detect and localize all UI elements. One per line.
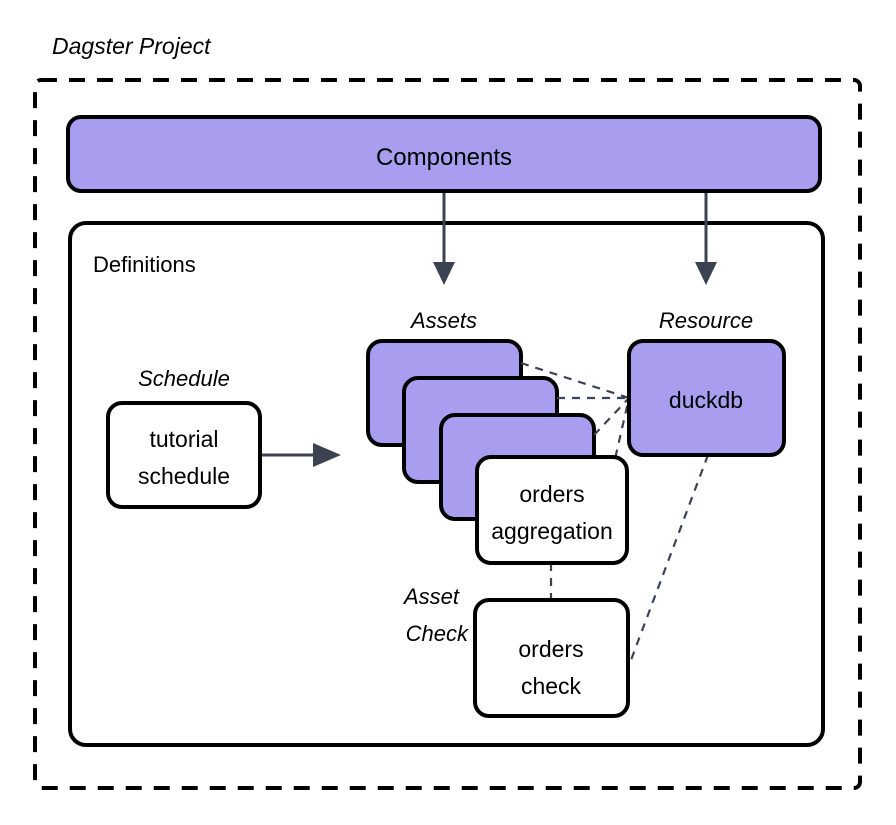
assets-group-label: Assets [409, 308, 477, 333]
definitions-container [68, 221, 825, 747]
orders-aggregation-label-line1: orders [519, 481, 584, 507]
orders-check-node-shape [473, 598, 630, 718]
tutorial-schedule-node-shape [106, 401, 262, 509]
components-node-shape [66, 115, 822, 193]
components-to-assets-arrow [433, 193, 455, 285]
orders-aggregation-to-duckdb-line [610, 397, 631, 473]
definitions-label: Definitions [93, 252, 196, 277]
components-to-resource-arrow [695, 193, 717, 285]
asset1-to-duckdb-line [520, 361, 630, 400]
orders-aggregation-node[interactable]: orders aggregation [475, 455, 629, 565]
orders-aggregation-label-line2: aggregation [491, 518, 613, 544]
tutorial-schedule-label-line2: schedule [138, 463, 230, 489]
orders-check-label-line2: check [521, 673, 582, 699]
asset3-to-duckdb-line [593, 397, 630, 436]
asset-check-group-label-line2: Check [406, 621, 469, 646]
orders-aggregation-node-shape [475, 455, 629, 565]
tutorial-schedule-node[interactable]: tutorial schedule [106, 401, 262, 509]
duckdb-node[interactable]: duckdb [627, 339, 786, 457]
schedule-group-label: Schedule [138, 366, 230, 391]
duckdb-node-shape [627, 339, 786, 457]
dagster-project-container [33, 78, 862, 790]
orders-check-label-line1: orders [518, 636, 583, 662]
orders-check-node[interactable]: orders check [473, 598, 630, 718]
duckdb-node-label: duckdb [669, 387, 743, 413]
tutorial-schedule-label-line1: tutorial [149, 426, 218, 452]
components-node-label: Components [376, 144, 512, 171]
asset-check-group-label-line1: Asset [402, 584, 460, 609]
duckdb-to-orders-check-line [626, 454, 710, 669]
schedule-to-assets-arrow [262, 443, 341, 467]
resource-group-label: Resource [659, 308, 753, 333]
page-title: Dagster Project [52, 33, 212, 59]
components-node[interactable]: Components [66, 115, 822, 193]
